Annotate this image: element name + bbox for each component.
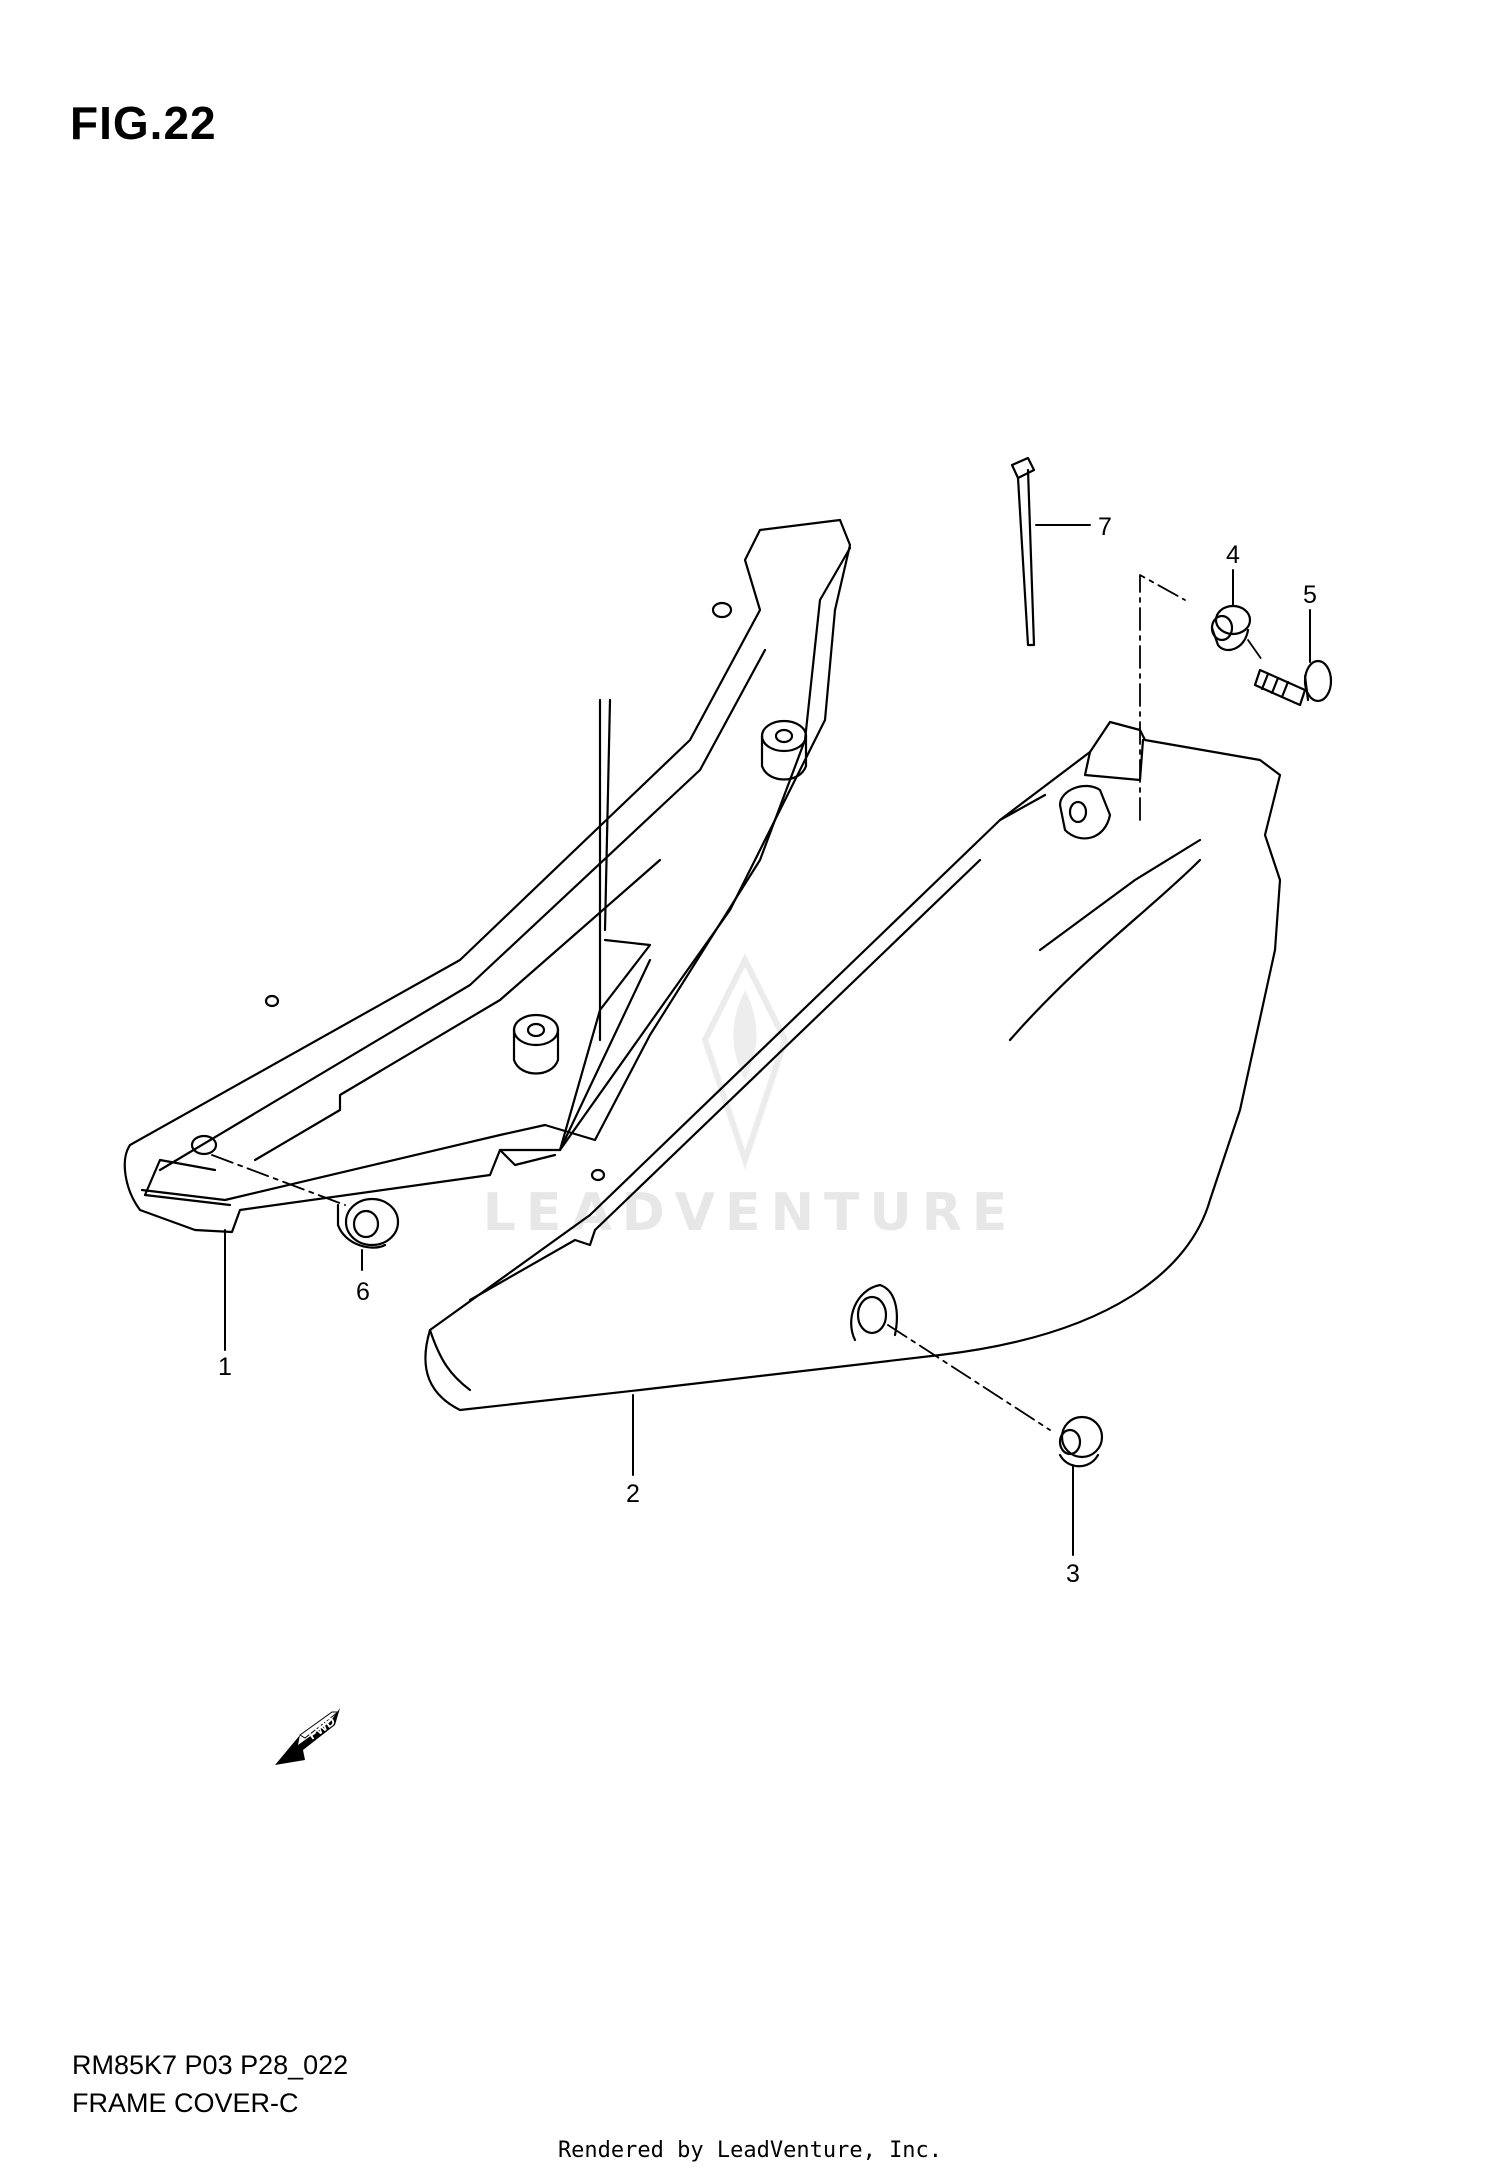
model-code: RM85K7 P03 P28_022 xyxy=(72,2050,349,2080)
footer-credit: Rendered by LeadVenture, Inc. xyxy=(557,2138,943,2163)
callout-5: 5 xyxy=(1303,581,1317,609)
figure-title: FIG.22 xyxy=(70,97,217,149)
section-name: FRAME COVER-C xyxy=(72,2088,299,2118)
watermark-text: LEADVENTURE xyxy=(483,1183,1018,1243)
part-3-grommet xyxy=(1058,1415,1104,1468)
fwd-label: FWD xyxy=(305,1713,338,1742)
callout-1: 1 xyxy=(218,1353,232,1381)
assembly-lines xyxy=(211,574,1263,1431)
part-1-frame-cover-left xyxy=(123,518,852,1234)
callout-4: 4 xyxy=(1226,541,1240,569)
callout-6: 6 xyxy=(356,1278,370,1306)
part-7-cable-tie xyxy=(1010,456,1036,647)
callout-leader-lines xyxy=(224,524,1311,1556)
part-4-cushion xyxy=(1210,604,1252,652)
part-6-grommet xyxy=(336,1197,400,1249)
callout-numbers: 1 2 3 4 5 6 7 xyxy=(218,513,1317,1588)
leadventure-watermark-logo: LEADVENTURE xyxy=(483,953,1018,1243)
fwd-arrow-icon: FWD xyxy=(275,1708,340,1765)
callout-2: 2 xyxy=(626,1480,640,1508)
part-2-frame-cover-right xyxy=(424,720,1282,1412)
callout-3: 3 xyxy=(1066,1560,1080,1588)
part-5-bolt xyxy=(1253,659,1333,707)
callout-7: 7 xyxy=(1098,513,1112,541)
